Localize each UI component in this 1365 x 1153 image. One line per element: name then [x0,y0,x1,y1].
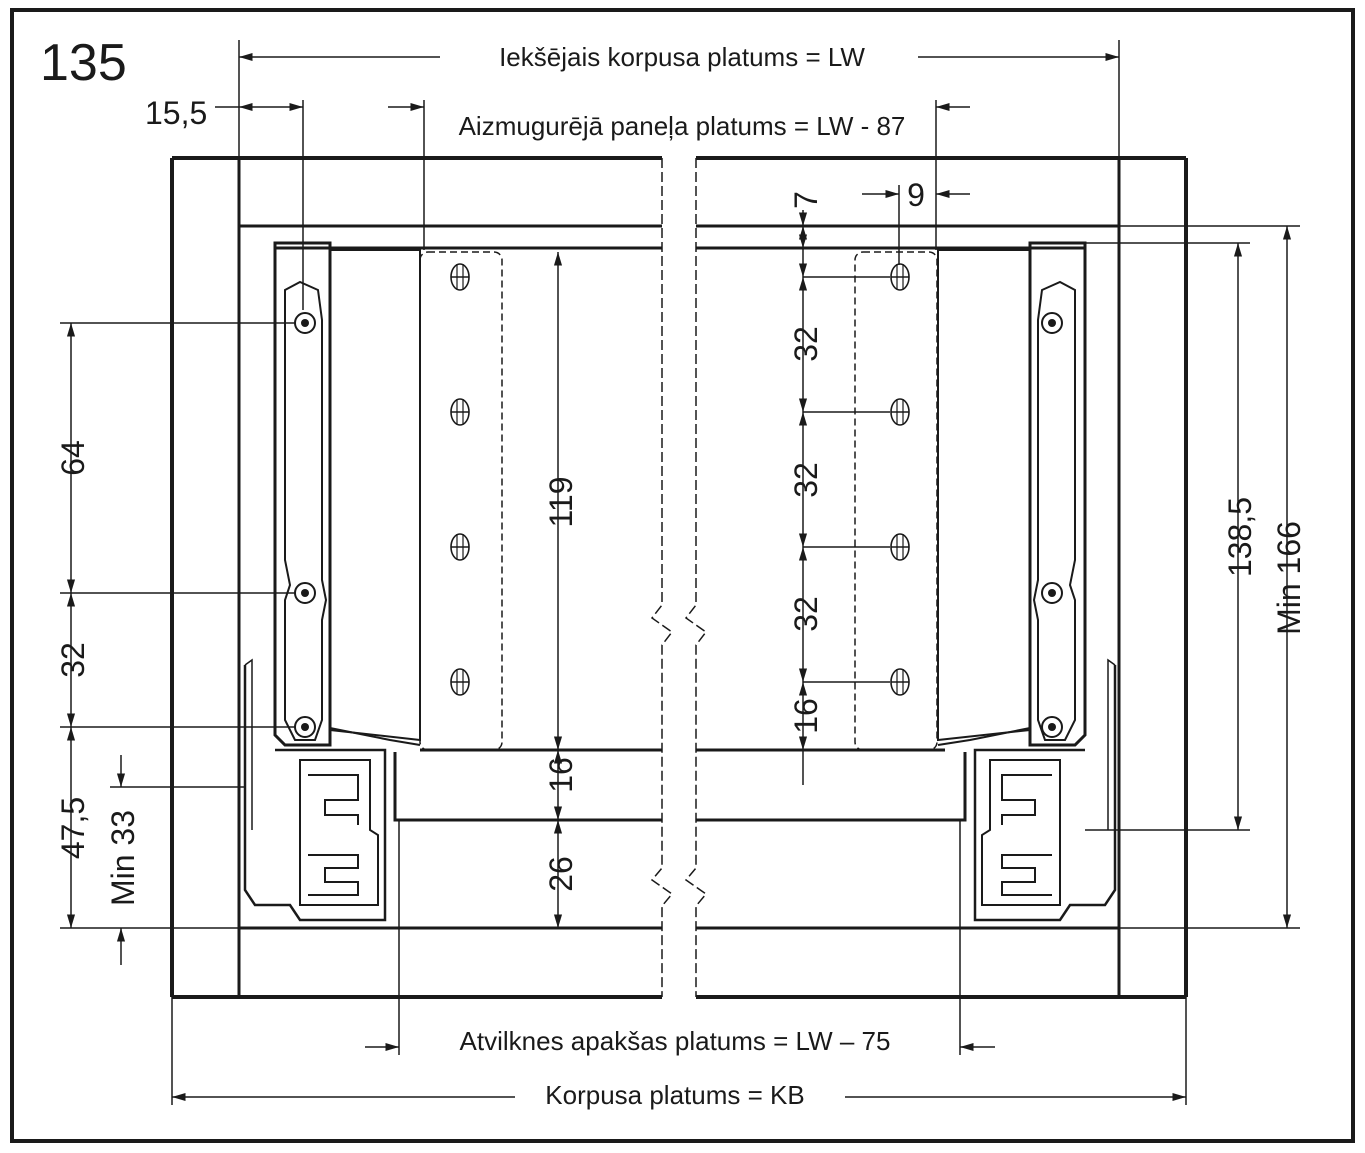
dim-7: 7 [788,191,824,209]
dim-15-5: 15,5 [145,95,207,131]
inner-width-label: Iekšējais korpusa platums = LW [499,42,865,72]
dim-min-33: Min 33 [105,810,141,906]
dim-138-5: 138,5 [1222,497,1258,577]
dim-119: 119 [543,476,579,527]
right-drawer-side [937,241,1117,922]
figure-number: 135 [40,34,127,92]
dim-26: 26 [543,856,579,892]
drawer-bottom-width-label: Atvilknes apakšas platums = LW – 75 [460,1026,891,1056]
dim-64: 64 [55,440,91,476]
back-panel-width-label: Aizmugurējā paneļa platums = LW - 87 [459,111,906,141]
carcass-width-label: Korpusa platums = KB [545,1080,804,1110]
dim-47-5: 47,5 [55,797,91,859]
dim-9: 9 [907,177,925,213]
dim-16-center: 16 [543,757,579,793]
dim-32-left: 32 [55,642,91,678]
dim-16-right: 16 [788,698,824,734]
cabinet [170,156,1188,999]
left-drawer-side [243,241,421,922]
right-back-panel-outline [854,251,938,751]
dimension-lines [60,40,1300,1105]
left-back-panel-outline [419,251,503,751]
dim-min-166: Min 166 [1271,521,1307,635]
outer-frame [10,8,1355,1143]
dim-32-right-b: 32 [788,462,824,498]
dim-32-right-a: 32 [788,326,824,362]
dim-32-right-c: 32 [788,596,824,632]
